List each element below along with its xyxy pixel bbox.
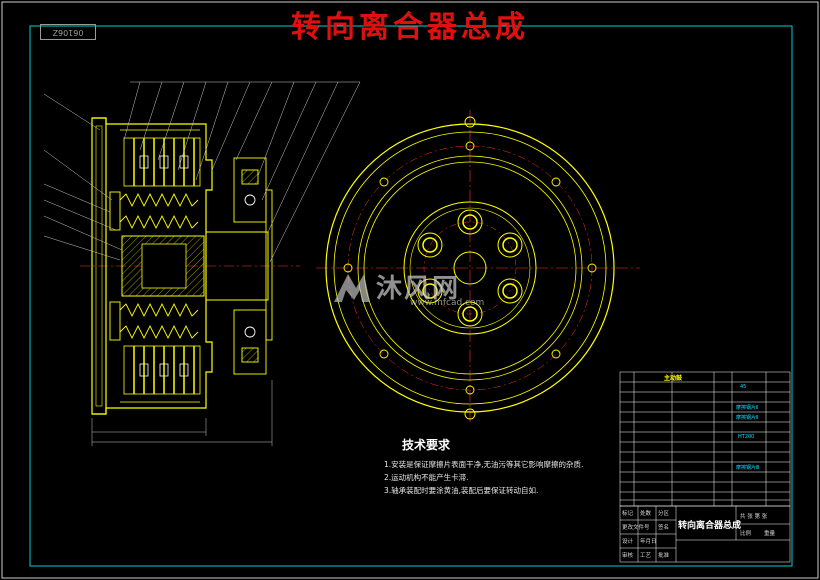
tb-change-doc: 更改文件号: [622, 525, 650, 531]
spring-top: [109, 191, 199, 231]
drum-circle: [357, 155, 583, 381]
tb-approve: 批准: [658, 553, 670, 559]
outer-bolt-holes: [343, 116, 597, 420]
tb-review: 审核: [622, 553, 634, 559]
bom-tag-3: 摩擦钢片Ⅲ: [736, 465, 760, 471]
left-flange: [91, 117, 107, 415]
bom-header: 主动鼓: [664, 375, 683, 382]
end-view: [316, 110, 640, 424]
tb-sheet-count: 共 张 第 张: [740, 514, 768, 520]
title-block-grid: [619, 505, 791, 563]
section-view: [43, 81, 361, 446]
outer-ring-inner: [333, 131, 607, 405]
tb-date: 年月日: [640, 539, 657, 545]
watermark-logo-icon: [334, 274, 370, 302]
leader-lines: [43, 81, 361, 263]
tech-notes-heading: 技术要求: [402, 438, 451, 452]
tb-signature: 签名: [658, 525, 670, 531]
bom-tag-4: HT200: [738, 434, 755, 440]
hub-disc-inner: [409, 207, 531, 329]
center-bore: [453, 251, 487, 285]
hub-bore: [141, 243, 187, 289]
friction-pack-top: [123, 137, 201, 187]
bom-tag-5: 45: [740, 384, 747, 390]
tech-note-1: 1.安装是保证摩擦片表面干净,无油污等其它影响摩擦的杂质.: [384, 460, 584, 469]
tb-design: 设计: [622, 539, 634, 545]
bom-table: [619, 371, 791, 507]
tb-scale: 比例: [740, 531, 752, 537]
drawing-title: 转向离合器总成: [291, 10, 529, 45]
flange-inner: [95, 125, 103, 407]
hub-bolt-circle: [423, 221, 517, 315]
drum-circle-inner: [363, 161, 577, 375]
output-shaft: [205, 231, 269, 301]
watermark-url: www.mfcad.com: [410, 298, 485, 308]
watermark-text: 沐风网: [376, 274, 461, 304]
title-block-assembly-name: 转向离合器总成: [678, 521, 742, 531]
tb-process: 工艺: [640, 553, 652, 559]
friction-pack-bottom: [123, 345, 201, 395]
tb-count: 处数: [640, 511, 652, 517]
bolt-circle-outer: [347, 145, 593, 391]
tech-note-3: 3.轴承装配时要涂黄油,装配后要保证转动自如.: [384, 486, 539, 495]
tb-zone: 分区: [658, 511, 670, 517]
technical-requirements: 技术要求 1.安装是保证摩擦片表面干净,无油污等其它影响摩擦的杂质. 2.运动机…: [384, 436, 583, 497]
watermark: 沐风网 www.mfcad.com: [330, 268, 500, 310]
hub-bolt-bosses: [417, 209, 523, 327]
bom-tag-2: 摩擦钢片Ⅱ: [736, 415, 759, 421]
inner-frame: [29, 25, 793, 567]
tb-weight: 重量: [764, 531, 776, 537]
spring-bottom: [109, 301, 199, 341]
tb-mark: 标记: [622, 511, 634, 517]
drawing-number-stamp: 06106Z: [40, 24, 96, 40]
tech-note-2: 2.运动机构不能产生卡滞.: [384, 473, 469, 482]
outer-ring: [325, 123, 615, 413]
dimension-lines: [91, 380, 273, 446]
bearing-assembly: [233, 157, 273, 375]
bom-tag-1: 摩擦钢片Ⅱ: [736, 405, 759, 411]
hub-disc: [403, 201, 537, 335]
